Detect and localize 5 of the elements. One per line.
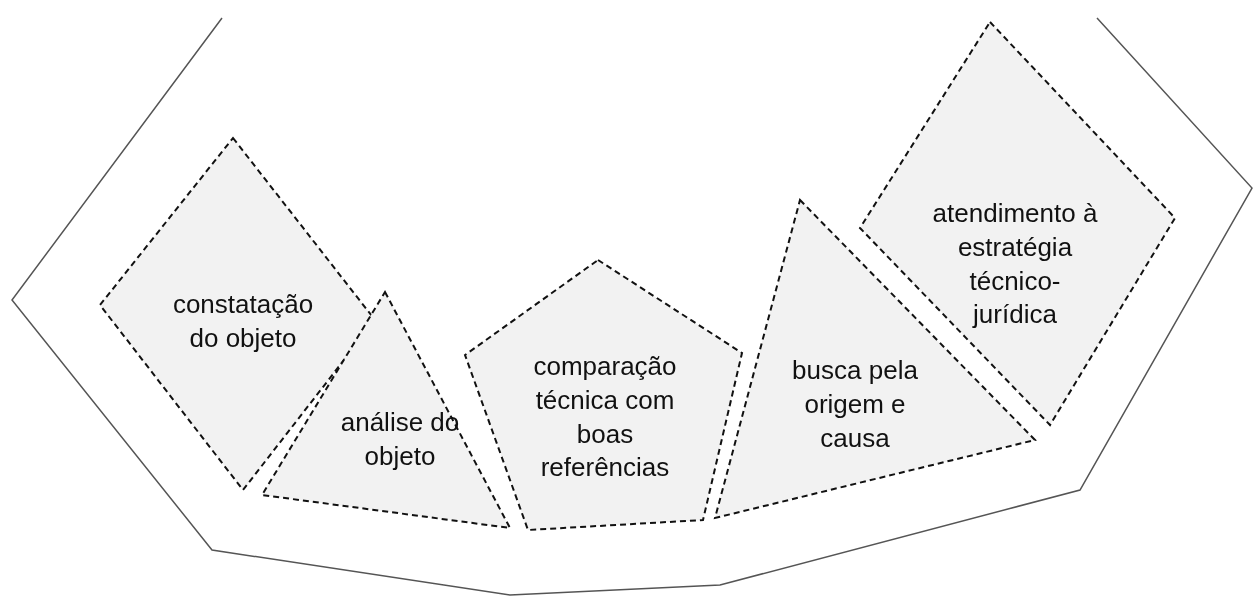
step-label: atendimento à estratégia técnico-jurídica xyxy=(931,197,1099,332)
step-label: comparação técnica com boas referências xyxy=(532,350,678,485)
step-label: análise do objeto xyxy=(339,406,461,473)
step-label: constatação do objeto xyxy=(171,288,315,355)
step-label: busca pela origem e causa xyxy=(791,354,919,455)
